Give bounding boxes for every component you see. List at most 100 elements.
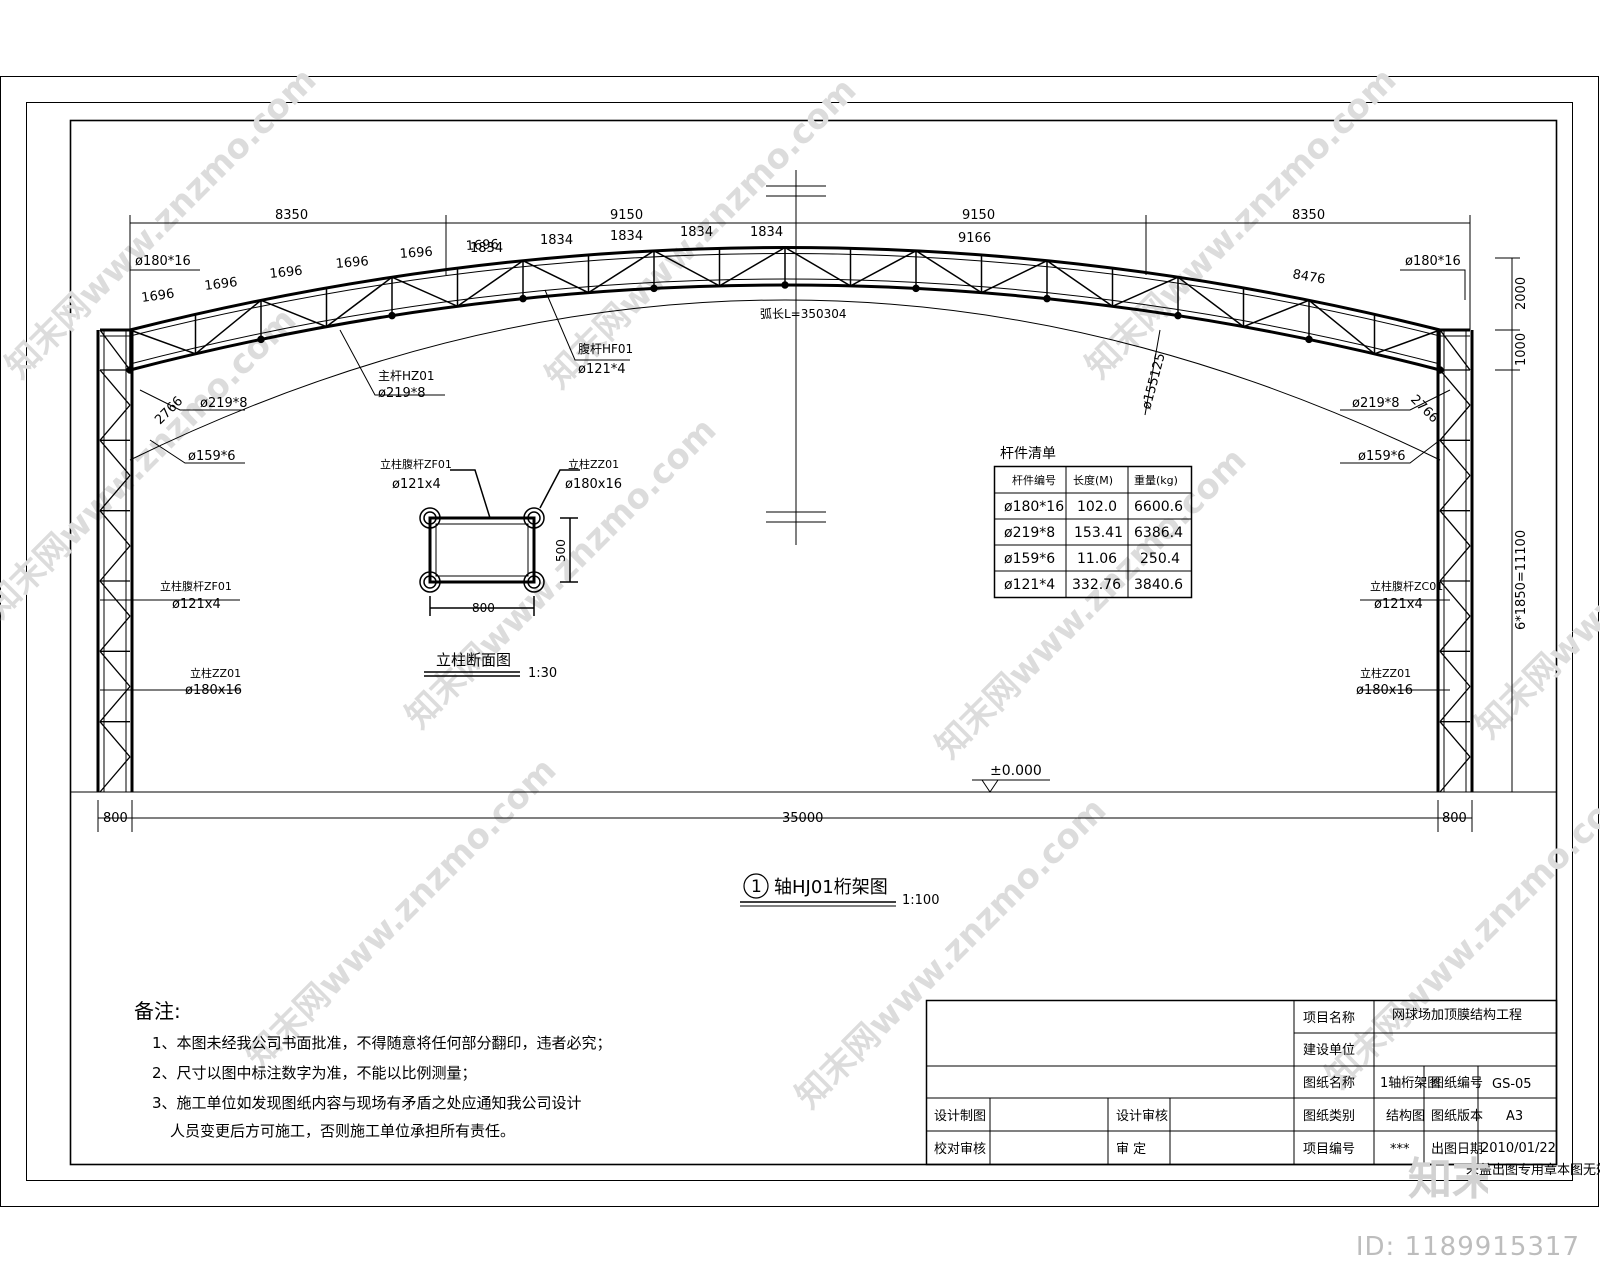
seg-left-3: 1696: [269, 264, 303, 282]
chord-size: ø219*8: [378, 386, 426, 401]
section-col-label: 立柱ZZ01: [568, 457, 619, 471]
pipe-219-right: ø219*8: [1352, 396, 1400, 411]
arc-length: 弧长L=350304: [760, 307, 847, 321]
brand-logo: 知末: [1408, 1154, 1488, 1204]
column-diagonal: [99, 650, 131, 687]
column-diagonal: [99, 756, 131, 793]
pipe-180-right: ø180*16: [1405, 254, 1461, 269]
tb-project-name-label: 项目名称: [1303, 1010, 1355, 1026]
column-diagonal: [1439, 756, 1471, 793]
sheet-border: [0, 76, 1599, 1207]
column-diagonal: [99, 369, 131, 406]
seg-left-2: 1696: [204, 275, 239, 294]
tb-drawing-name-label: 图纸名称: [1303, 1075, 1355, 1091]
seg-mid-3: 1834: [610, 229, 643, 244]
pipe-180-left: ø180*16: [135, 254, 191, 269]
seg-mid-4: 1834: [680, 225, 713, 240]
member-table-header: 长度(M): [1073, 473, 1113, 487]
image-id-label: ID: 1189915317: [1355, 1232, 1580, 1262]
member-table-title: 杆件清单: [1000, 446, 1056, 462]
leader-lines: [100, 269, 1466, 691]
seg-left-5: 1696: [399, 245, 433, 262]
truss-node: [388, 311, 396, 320]
member-table: 杆件清单 杆件编号 长度(M) 重量(kg) ø180*16 102.0 660…: [993, 446, 1193, 599]
seg-mid-5: 1834: [750, 225, 783, 240]
truss-diagonal: [981, 260, 1048, 294]
tb-drawing-no: GS-05: [1492, 1077, 1532, 1092]
column-diagonal: [1439, 580, 1471, 617]
column-knee-brace: [1439, 329, 1471, 371]
section-web-size: ø121x4: [392, 477, 441, 492]
tb-drawing-version-label: 图纸版本: [1431, 1109, 1483, 1124]
notes-heading: 备注:: [134, 999, 181, 1023]
truss-node: [781, 281, 789, 289]
member-cell: 6600.6: [1134, 499, 1183, 515]
watermark-text: 知末网www.znzmo.com: [788, 790, 1114, 1116]
column-diagonal: [1439, 545, 1471, 582]
truss-node: [912, 284, 920, 293]
column-diagonal: [1439, 686, 1471, 723]
dimension-lines: [97, 215, 1520, 832]
column-diagonal: [99, 615, 131, 652]
section-scale: 1:30: [528, 666, 557, 681]
column-diagonal: [1439, 369, 1471, 406]
tb-drawing-no-label: 图纸编号: [1431, 1076, 1483, 1091]
tb-project-no-label: 项目编号: [1303, 1142, 1355, 1157]
main-title-scale: 1:100: [902, 893, 939, 908]
seg-mid-1: 1834: [470, 241, 503, 256]
main-title-text: 轴HJ01桁架图: [774, 877, 888, 898]
elevation-mark: [972, 779, 1050, 793]
tb-drawing-version: A3: [1506, 1109, 1523, 1124]
member-cell: ø180*16: [1004, 499, 1064, 515]
member-cell: 6386.4: [1134, 525, 1183, 541]
chord-label: 主杆HZ01: [378, 369, 435, 383]
member-table-header: 杆件编号: [1012, 473, 1056, 487]
col-right-web-label: 立柱腹杆ZC01: [1370, 579, 1443, 593]
col-left-label: 立柱ZZ01: [190, 666, 241, 680]
column-diagonal: [99, 404, 131, 441]
title-block: 项目名称 网球场加顶膜结构工程 建设单位 图纸名称 1轴桁架图 图纸编号 GS-…: [925, 999, 1600, 1178]
dim-base-left: 800: [103, 811, 128, 826]
dim-top-2: 9150: [610, 208, 643, 223]
col-left-web-size: ø121x4: [172, 597, 221, 612]
column-diagonal: [99, 475, 131, 512]
member-cell: 250.4: [1140, 551, 1180, 567]
truss-diagonal: [850, 250, 917, 287]
radius-label: ø155125: [1139, 352, 1168, 412]
truss-diagonal: [522, 260, 589, 294]
truss-diagonal: [1308, 299, 1375, 355]
truss-node: [1043, 294, 1051, 303]
col-right-size: ø180x16: [1356, 683, 1413, 698]
tb-stamp-note: 未盖出图专用章本图无效: [1466, 1162, 1600, 1178]
column-diagonal: [1439, 615, 1471, 652]
tb-checker-label: 校对审核: [934, 1141, 986, 1157]
dim-top-1: 8350: [275, 208, 308, 223]
member-cell: ø121*4: [1004, 577, 1055, 593]
tb-project-no: ***: [1390, 1142, 1410, 1157]
pipe-159-right: ø159*6: [1358, 449, 1406, 464]
notes: 备注: 1、本图未经我公司书面批准，不得随意将任何部分翻印，违者必究； 2、尺寸…: [134, 999, 612, 1140]
column-diagonal: [1439, 404, 1471, 441]
truss-diagonal: [588, 250, 655, 294]
truss-structure: [70, 170, 1556, 793]
tb-drawing-type: 结构图: [1386, 1109, 1425, 1124]
truss-diagonal: [195, 299, 262, 355]
note-item: 3、施工单位如发现图纸内容与现场有矛盾之处应通知我公司设计: [152, 1094, 582, 1112]
col-left-web-label: 立柱腹杆ZF01: [160, 579, 232, 593]
watermark-layer: 知末网www.znzmo.com 知末网www.znzmo.com 知末网www…: [0, 60, 1600, 1116]
member-cell: 153.41: [1074, 525, 1123, 541]
dim-base-right: 800: [1442, 811, 1467, 826]
watermark-text: 知末网www.znzmo.com: [928, 440, 1254, 766]
section-col-size: ø180x16: [565, 477, 622, 492]
col-right-label: 立柱ZZ01: [1360, 666, 1411, 680]
member-cell: 11.06: [1077, 551, 1117, 567]
truss-diagonal: [1046, 260, 1113, 307]
column-diagonal: [1439, 650, 1471, 687]
section-title: 立柱断面图: [436, 651, 511, 669]
column-section: 立柱腹杆ZF01 ø121x4 立柱ZZ01 ø180x16 500 800 立…: [380, 457, 622, 681]
column-diagonal: [99, 545, 131, 582]
seg-mid-2: 1834: [540, 233, 573, 248]
seg-left-1: 1696: [140, 287, 175, 306]
truss-diagonal: [326, 276, 393, 328]
tb-project-name: 网球场加顶膜结构工程: [1392, 1008, 1522, 1023]
